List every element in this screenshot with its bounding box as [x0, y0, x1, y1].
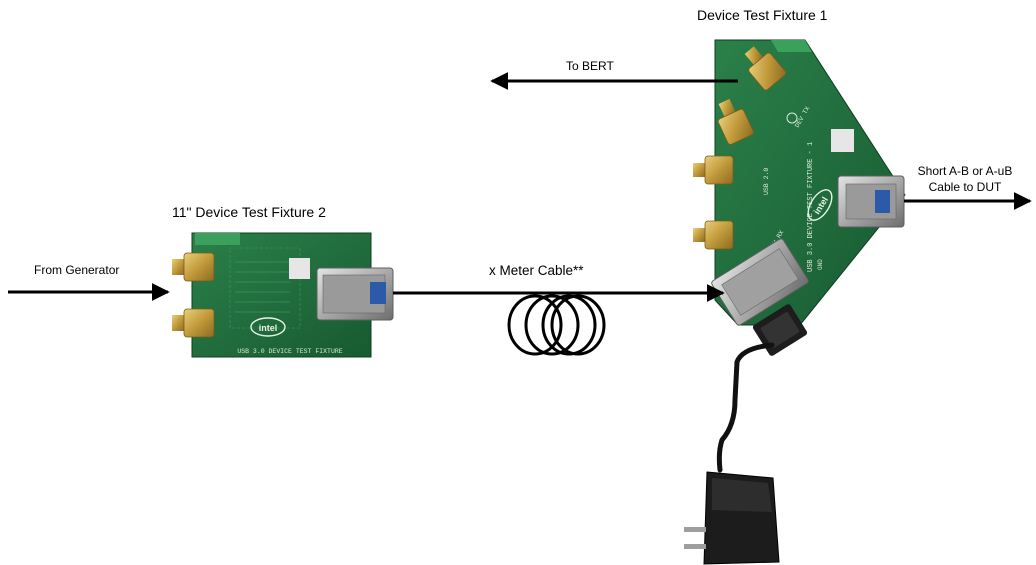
fixture1-edge-pad [771, 40, 812, 52]
from-generator-label: From Generator [34, 263, 120, 277]
fixture2-sma-connector-top [172, 252, 215, 282]
fixture2-title: 11" Device Test Fixture 2 [172, 204, 326, 220]
fixture1-intel-logo [807, 189, 833, 221]
fixture1-usb-receptacle-dut [837, 175, 905, 228]
fixture1-gnd-label: GND [817, 259, 824, 270]
fixture2-usb-receptacle [316, 267, 394, 321]
fixture2-edge-pad [195, 233, 240, 245]
fixture1-sma-connector-2 [717, 98, 754, 145]
fixture2-silkscreen: USB 3.0 DEVICE TEST FIXTURE [237, 348, 342, 355]
fixture2-sma-connector-bottom [172, 308, 215, 338]
fixture1-sma-connector-4 [693, 220, 734, 250]
fixture1-mount-mark [786, 112, 798, 124]
fixture1-usb20-label: USB 2.0 [763, 168, 770, 195]
short-cable-label-line2: Cable to DUT [928, 180, 1002, 194]
power-adapter [684, 342, 780, 565]
power-adapter-prong-2 [684, 544, 706, 549]
fixture2-traces [235, 261, 290, 313]
fixture1-power-jack [752, 304, 808, 356]
fixture1-title: Device Test Fixture 1 [697, 7, 828, 23]
power-adapter-face [712, 478, 772, 512]
to-bert-label: To BERT [566, 59, 614, 73]
short-cable-label-line1: Short A-B or A-uB [917, 164, 1013, 178]
x-meter-cable-label: x Meter Cable** [489, 263, 584, 278]
fixture1-silkscreen: USB 3.0 DEVICE TEST FIXTURE - 1 [807, 142, 815, 272]
fixture2-intel-text: intel [259, 323, 278, 333]
fixture2-intel-logo [250, 317, 286, 337]
fixture2-trace-area [229, 247, 301, 329]
fixture1-sma-connector-3 [693, 155, 734, 185]
power-adapter-prong-1 [684, 527, 706, 532]
device-test-fixture-1: intel USB 3.0 DEVICE TEST FIXTURE - 1 US… [693, 39, 906, 356]
fixture1-sma-connector-1 [744, 46, 787, 91]
fixture2-test-pad [289, 258, 310, 279]
cable-coil-icon [507, 294, 606, 356]
device-test-fixture-2: intel USB 3.0 DEVICE TEST FIXTURE [172, 232, 394, 358]
fixture1-usb-plug-input [711, 238, 809, 326]
power-cord [716, 342, 775, 473]
fixture1-test-pad [831, 129, 854, 152]
